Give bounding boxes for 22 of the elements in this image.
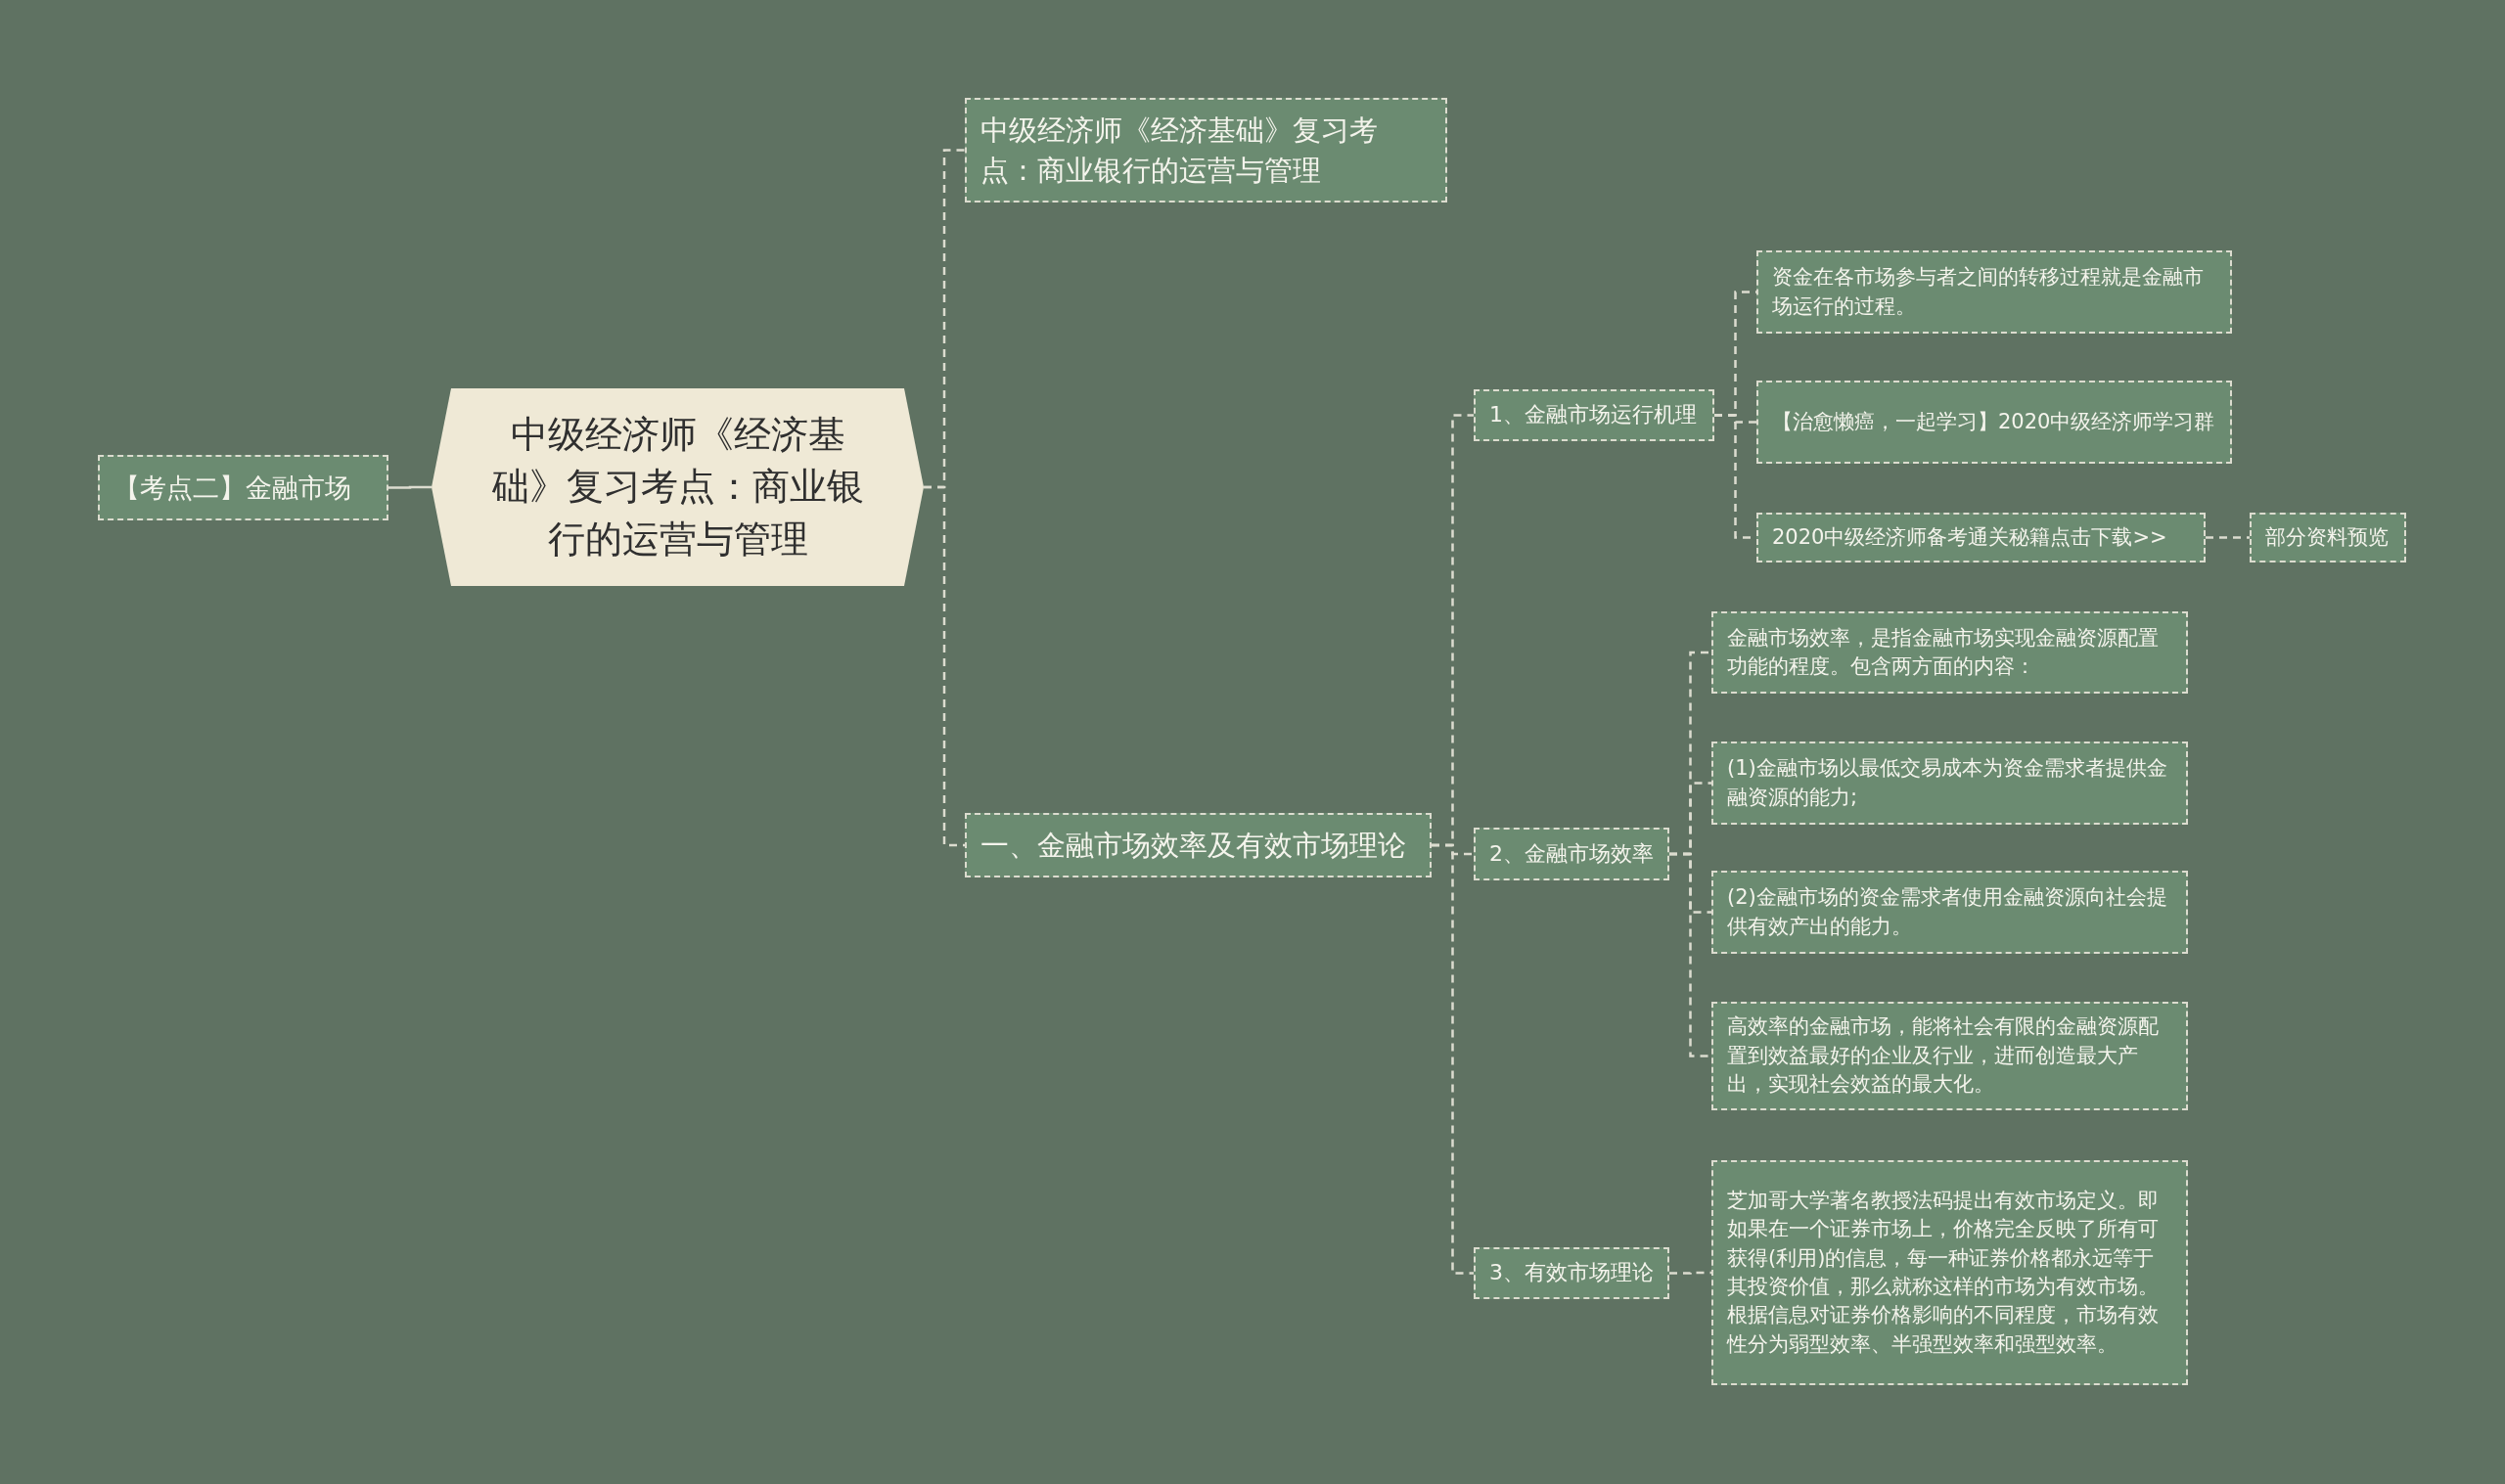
topic-box: 一、金融市场效率及有效市场理论 <box>965 813 1432 877</box>
central-topic: 中级经济师《经济基础》复习考点：商业银行的运营与管理 <box>432 388 924 586</box>
connector <box>2206 536 2250 539</box>
topic-box: (1)金融市场以最低交易成本为资金需求者提供金融资源的能力; <box>1711 742 2188 825</box>
topic-box: 【治愈懒癌，一起学习】2020中级经济师学习群 <box>1756 381 2232 464</box>
connector <box>388 485 432 489</box>
topic-box: 金融市场效率，是指金融市场实现金融资源配置功能的程度。包含两方面的内容： <box>1711 611 2188 694</box>
topic-box: 3、有效市场理论 <box>1474 1247 1669 1299</box>
connector <box>1669 852 1711 1057</box>
topic-box: 【考点二】金融市场 <box>98 455 388 520</box>
topic-box: 1、金融市场运行机理 <box>1474 389 1714 441</box>
topic-box: 资金在各市场参与者之间的转移过程就是金融市场运行的过程。 <box>1756 250 2232 334</box>
topic-box: 中级经济师《经济基础》复习考点：商业银行的运营与管理 <box>965 98 1447 202</box>
connector <box>924 485 965 847</box>
connector <box>1669 1271 1711 1275</box>
topic-box: 2020中级经济师备考通关秘籍点击下载>> <box>1756 513 2206 562</box>
topic-box: (2)金融市场的资金需求者使用金融资源向社会提供有效产出的能力。 <box>1711 871 2188 954</box>
topic-box: 芝加哥大学著名教授法码提出有效市场定义。即如果在一个证券市场上，价格完全反映了所有可获得(利用)的信息，每一种证券价格都永远等于其投资价值，那么就称这样的市场为有效市场。根据信息对证券价格影响的不同程度，市场有效性分为弱型效率、半强型效率和强型效率。 <box>1711 1160 2188 1385</box>
topic-box: 部分资料预览 <box>2250 513 2406 562</box>
topic-box: 高效率的金融市场，能将社会有限的金融资源配置到效益最好的企业及行业，进而创造最大产出，实现社会效益的最大化。 <box>1711 1002 2188 1110</box>
topic-box: 2、金融市场效率 <box>1474 828 1669 880</box>
connector <box>1432 843 1474 1275</box>
